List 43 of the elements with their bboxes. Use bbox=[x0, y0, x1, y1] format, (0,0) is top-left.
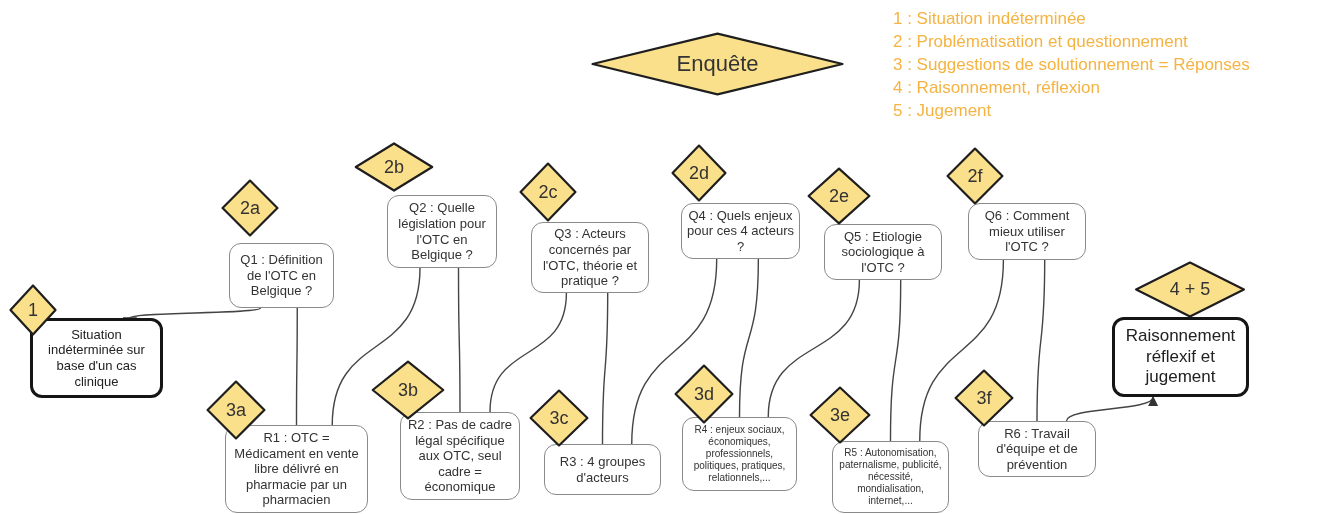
diamond-badge: 3c bbox=[530, 390, 588, 446]
legend-text: 1 : Situation indéterminée bbox=[893, 9, 1086, 29]
diamond-badge: 2f bbox=[947, 148, 1003, 204]
wavy-line bbox=[889, 279, 902, 442]
step-box: Q6 : Comment mieux utiliser l'OTC ? bbox=[968, 203, 1086, 260]
wavy-line bbox=[631, 258, 718, 445]
step-box: Q4 : Quels enjeux pour ces 4 acteurs ? bbox=[681, 203, 800, 259]
diamond-badge: 2e bbox=[808, 168, 870, 224]
legend-text: 5 : Jugement bbox=[893, 101, 992, 121]
diamond-badge: 4 + 5 bbox=[1135, 262, 1245, 317]
diamond-badge: 3b bbox=[372, 361, 444, 419]
step-box: R2 : Pas de cadre légal spécifique aux OTC, seul cadre = économique bbox=[400, 412, 520, 500]
wavy-line bbox=[767, 279, 861, 418]
step-box: Q1 : Définition de l'OTC en Belgique ? bbox=[229, 243, 334, 308]
wavy-line bbox=[489, 292, 568, 413]
wavy-line bbox=[1036, 259, 1046, 422]
step-box: R6 : Travail d'équipe et de prévention bbox=[978, 421, 1096, 477]
wavy-line bbox=[601, 292, 609, 445]
step-box: R5 : Autonomisation, paternalisme, publicité, nécessité, mondialisation, internet,... bbox=[832, 441, 949, 513]
diamond-badge: 2b bbox=[355, 143, 433, 191]
step-box: Q5 : Etiologie sociologique à l'OTC ? bbox=[824, 224, 942, 280]
title-diamond: Enquête bbox=[590, 33, 845, 95]
diamond-badge: 1 bbox=[10, 285, 56, 335]
wavy-line bbox=[457, 267, 461, 413]
step-box: R3 : 4 groupes d'acteurs bbox=[544, 444, 661, 495]
step-box: Q3 : Acteurs concernés par l'OTC, théorie et pratique ? bbox=[531, 222, 649, 293]
diamond-badge: 3e bbox=[810, 387, 870, 443]
wavy-line bbox=[295, 307, 298, 426]
step-box: Situation indéterminée sur base d'un cas clinique bbox=[30, 318, 163, 398]
diamond-badge: 2a bbox=[222, 180, 278, 236]
diamond-badge: 3f bbox=[955, 370, 1013, 426]
step-box: Q2 : Quelle législation pour l'OTC en Belgique ? bbox=[387, 195, 497, 268]
legend-text: 2 : Problématisation et questionnement bbox=[893, 32, 1188, 52]
legend-text: 4 : Raisonnement, réflexion bbox=[893, 78, 1100, 98]
step-box: R4 : enjeux sociaux, économiques, professionnels, politiques, pratiques, relationnels,... bbox=[682, 417, 797, 491]
wavy-line bbox=[331, 267, 421, 426]
wavy-line bbox=[919, 259, 1005, 442]
legend-text: 3 : Suggestions de solutionnement = Réponses bbox=[893, 55, 1250, 75]
step-box: Raisonnement réflexif et jugement bbox=[1112, 317, 1249, 397]
step-box: R1 : OTC = Médicament en vente libre délivré en pharmacie par un pharmacien bbox=[225, 425, 368, 513]
wavy-line bbox=[738, 258, 760, 418]
diamond-badge: 2c bbox=[520, 163, 576, 221]
diamond-badge: 2d bbox=[672, 145, 726, 201]
